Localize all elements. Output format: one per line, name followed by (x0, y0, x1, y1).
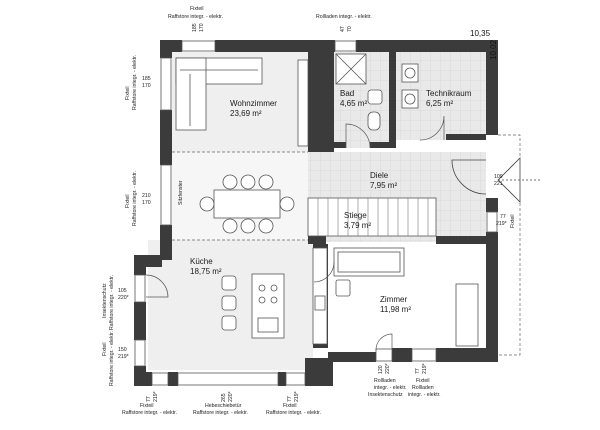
window-left-upper-h: 170 (142, 83, 151, 89)
room-name-technikraum: Technikraum (426, 89, 472, 98)
window-bottom-left-label: Fixteil (140, 403, 154, 409)
window-top-bad-label: Rollladen integr. - elektr. (316, 14, 372, 20)
window-left-kueche-label2: Raffstore integr. - elektr. (109, 275, 115, 330)
window-bottom-mid-label2: Raffstore integr. - elektr. (193, 410, 248, 416)
window-zimmer-1-label: Rollladen (374, 378, 396, 384)
window-left-lower-h: 219* (118, 354, 129, 360)
toilet (367, 111, 381, 131)
window-right-fixteil-w: 77 (500, 214, 506, 220)
overall-width: 10,35 (470, 29, 491, 38)
window-top-bad-h: 70 (347, 26, 353, 32)
window-top-bad-w: 47 (340, 26, 346, 32)
window-left-upper-w: 185 (142, 76, 151, 82)
window-zimmer-2-label2: Rollladen (412, 385, 434, 391)
window-right-fixteil-h: 219* (496, 221, 507, 227)
window-top-left-label: Fixteil (190, 6, 204, 12)
room-labels: Wohnzimmer 23,69 m² Bad 4,65 m² Technikr… (190, 89, 472, 314)
window-left-lower-label: Fixteil (102, 342, 108, 356)
room-name-kueche: Küche (190, 257, 213, 266)
door-swings (145, 115, 445, 351)
room-area-diele: 7,95 m² (370, 181, 397, 190)
room-area-zimmer: 11,98 m² (380, 305, 411, 314)
room-name-bad: Bad (340, 89, 354, 98)
walls (134, 40, 498, 386)
overall-dimensions: 10,35 10,02 (470, 29, 498, 60)
window-frames (134, 40, 498, 386)
room-area-wohnzimmer: 23,69 m² (230, 109, 262, 118)
window-bottom-left-label2: Raffstore integr. - elektr. (122, 410, 177, 416)
washbasin (367, 89, 383, 105)
window-zimmer-2-label: Fixteil (416, 378, 430, 384)
window-left-kueche-label: Insektenschutz (102, 283, 108, 318)
window-annotations-left: Fixteil Raffstore integr. - elektr. 185 … (102, 55, 184, 386)
window-bottom-mid-h: 220* (228, 391, 234, 402)
window-top-left-h: 170 (199, 23, 205, 32)
window-right-entry-w: 109 (494, 174, 503, 180)
window-right-entry-h: 221 (494, 181, 503, 187)
wardrobe (455, 283, 479, 347)
room-area-technikraum: 6,25 m² (426, 99, 453, 108)
window-top-left-w: 185 (192, 23, 198, 32)
window-bottom-right-h: 219* (294, 391, 300, 402)
window-left-mid-w: 210 (142, 193, 151, 199)
stair-treads (317, 198, 429, 236)
desk (335, 279, 351, 297)
room-area-stiege: 3,79 m² (344, 221, 371, 230)
window-left-mid-label2: Raffstore integr. - elektr. (132, 171, 138, 226)
room-area-kueche: 18,75 m² (190, 267, 222, 276)
dining-table (213, 189, 281, 219)
room-name-wohnzimmer: Wohnzimmer (230, 99, 277, 108)
window-zimmer-2-w: 77 (415, 368, 421, 374)
window-left-kueche-w: 105 (118, 288, 127, 294)
window-bottom-left-h: 219* (153, 391, 159, 402)
window-zimmer-2-h: 219* (422, 363, 428, 374)
window-left-mid-label: Fixteil (125, 194, 131, 208)
window-bottom-mid-w: 265 (221, 393, 227, 402)
room-name-stiege: Stiege (344, 211, 367, 220)
window-zimmer-1-label2: integr. - elektr. (374, 385, 407, 391)
overall-depth: 10,02 (489, 39, 498, 60)
window-bottom-mid-label: Hebeschiebetür (205, 403, 242, 409)
window-annotations-bottom: 77 219* Fixteil Raffstore integr. - elek… (122, 363, 441, 416)
covered-entry-outline (172, 134, 521, 356)
room-area-bad: 4,65 m² (340, 99, 367, 108)
window-annotations-top: Fixteil Raffstore integr. - elektr. 185 … (168, 6, 372, 32)
window-left-lower-label2: Raffstore integr. - elektr. (109, 331, 115, 386)
window-zimmer-2-label3: integr. - elektr. (408, 392, 441, 398)
window-left-lower-w: 150 (118, 347, 127, 353)
window-bottom-left-w: 77 (146, 396, 152, 402)
window-zimmer-1-label3: Insektenschutz (368, 392, 403, 398)
room-name-zimmer: Zimmer (380, 295, 407, 304)
window-right-fixteil-label: Fixteil (510, 214, 516, 228)
room-name-diele: Diele (370, 171, 389, 180)
window-zimmer-1-w: 120 (378, 365, 384, 374)
window-left-mid-h: 170 (142, 200, 151, 206)
window-annotations-right: 109 221 77 219* Fixteil (494, 174, 516, 228)
furniture (175, 53, 479, 347)
window-bottom-right-w: 77 (287, 396, 293, 402)
window-bottom-right-label2: Raffstore integr. - elektr. (266, 410, 321, 416)
window-zimmer-1-h: 220* (385, 363, 391, 374)
window-left-kueche-h: 220* (118, 295, 129, 301)
window-left-upper-label: Fixteil (125, 86, 131, 100)
window-left-mid-note: Sitzfenster (178, 180, 184, 205)
tv-cabinet (297, 59, 309, 147)
window-left-upper-label2: Raffstore integr. - elektr. (132, 55, 138, 110)
staircase (307, 197, 437, 237)
window-bottom-right-label: Fixteil (283, 403, 297, 409)
window-top-left-label2: Raffstore integr. - elektr. (168, 14, 223, 20)
